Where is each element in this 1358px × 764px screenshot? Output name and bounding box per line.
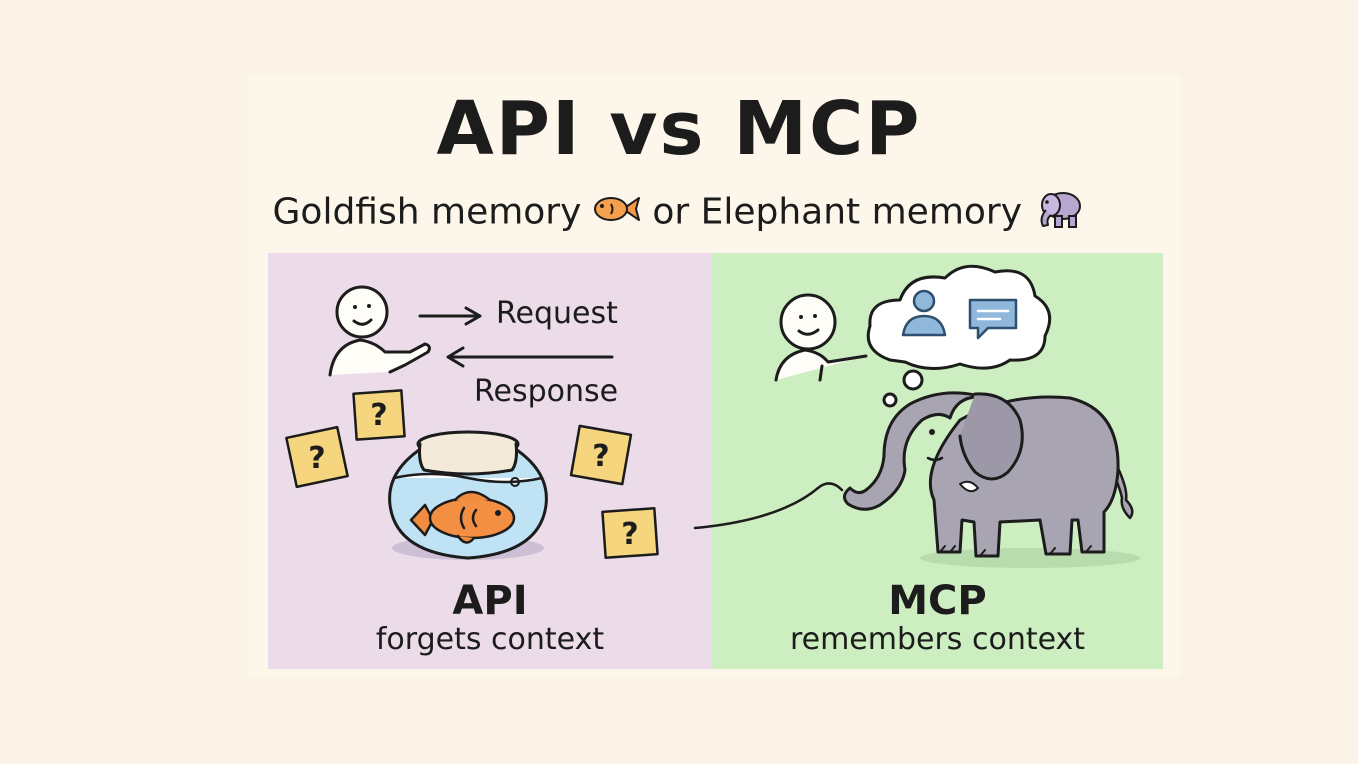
elephant-icon xyxy=(843,391,1140,568)
request-label: Request xyxy=(496,296,618,331)
user-icon xyxy=(901,289,947,337)
question-marks: ? ? ? ? xyxy=(308,398,638,552)
mcp-name: MCP xyxy=(888,578,987,624)
response-arrow-icon xyxy=(446,346,614,368)
question-mark-4: ? xyxy=(621,517,638,552)
api-name: API xyxy=(452,578,528,624)
thought-cloud-icon xyxy=(866,264,1052,408)
mcp-person-icon xyxy=(774,293,868,382)
api-caption: forgets context xyxy=(375,622,605,657)
elephant-emoji-icon xyxy=(1033,188,1085,239)
goldfish-emoji-icon xyxy=(593,192,641,235)
question-mark-1: ? xyxy=(370,398,387,433)
subtitle-goldfish-text: Goldfish memory xyxy=(272,191,582,233)
mcp-caption: remembers context xyxy=(789,622,1086,657)
request-arrow-icon xyxy=(418,306,482,326)
connecting-line xyxy=(693,482,844,530)
response-label: Response xyxy=(474,374,619,409)
subtitle: Goldfish memory or Elephant memory xyxy=(0,188,1358,239)
question-note-icon xyxy=(285,389,659,560)
goldfish-icon xyxy=(409,490,516,544)
question-mark-2: ? xyxy=(308,441,325,476)
subtitle-elephant-text: or Elephant memory xyxy=(652,191,1023,233)
question-mark-3: ? xyxy=(592,439,609,474)
chat-bubble-icon xyxy=(968,298,1018,340)
api-person-icon xyxy=(328,285,431,377)
page-title: API vs MCP xyxy=(436,86,922,172)
